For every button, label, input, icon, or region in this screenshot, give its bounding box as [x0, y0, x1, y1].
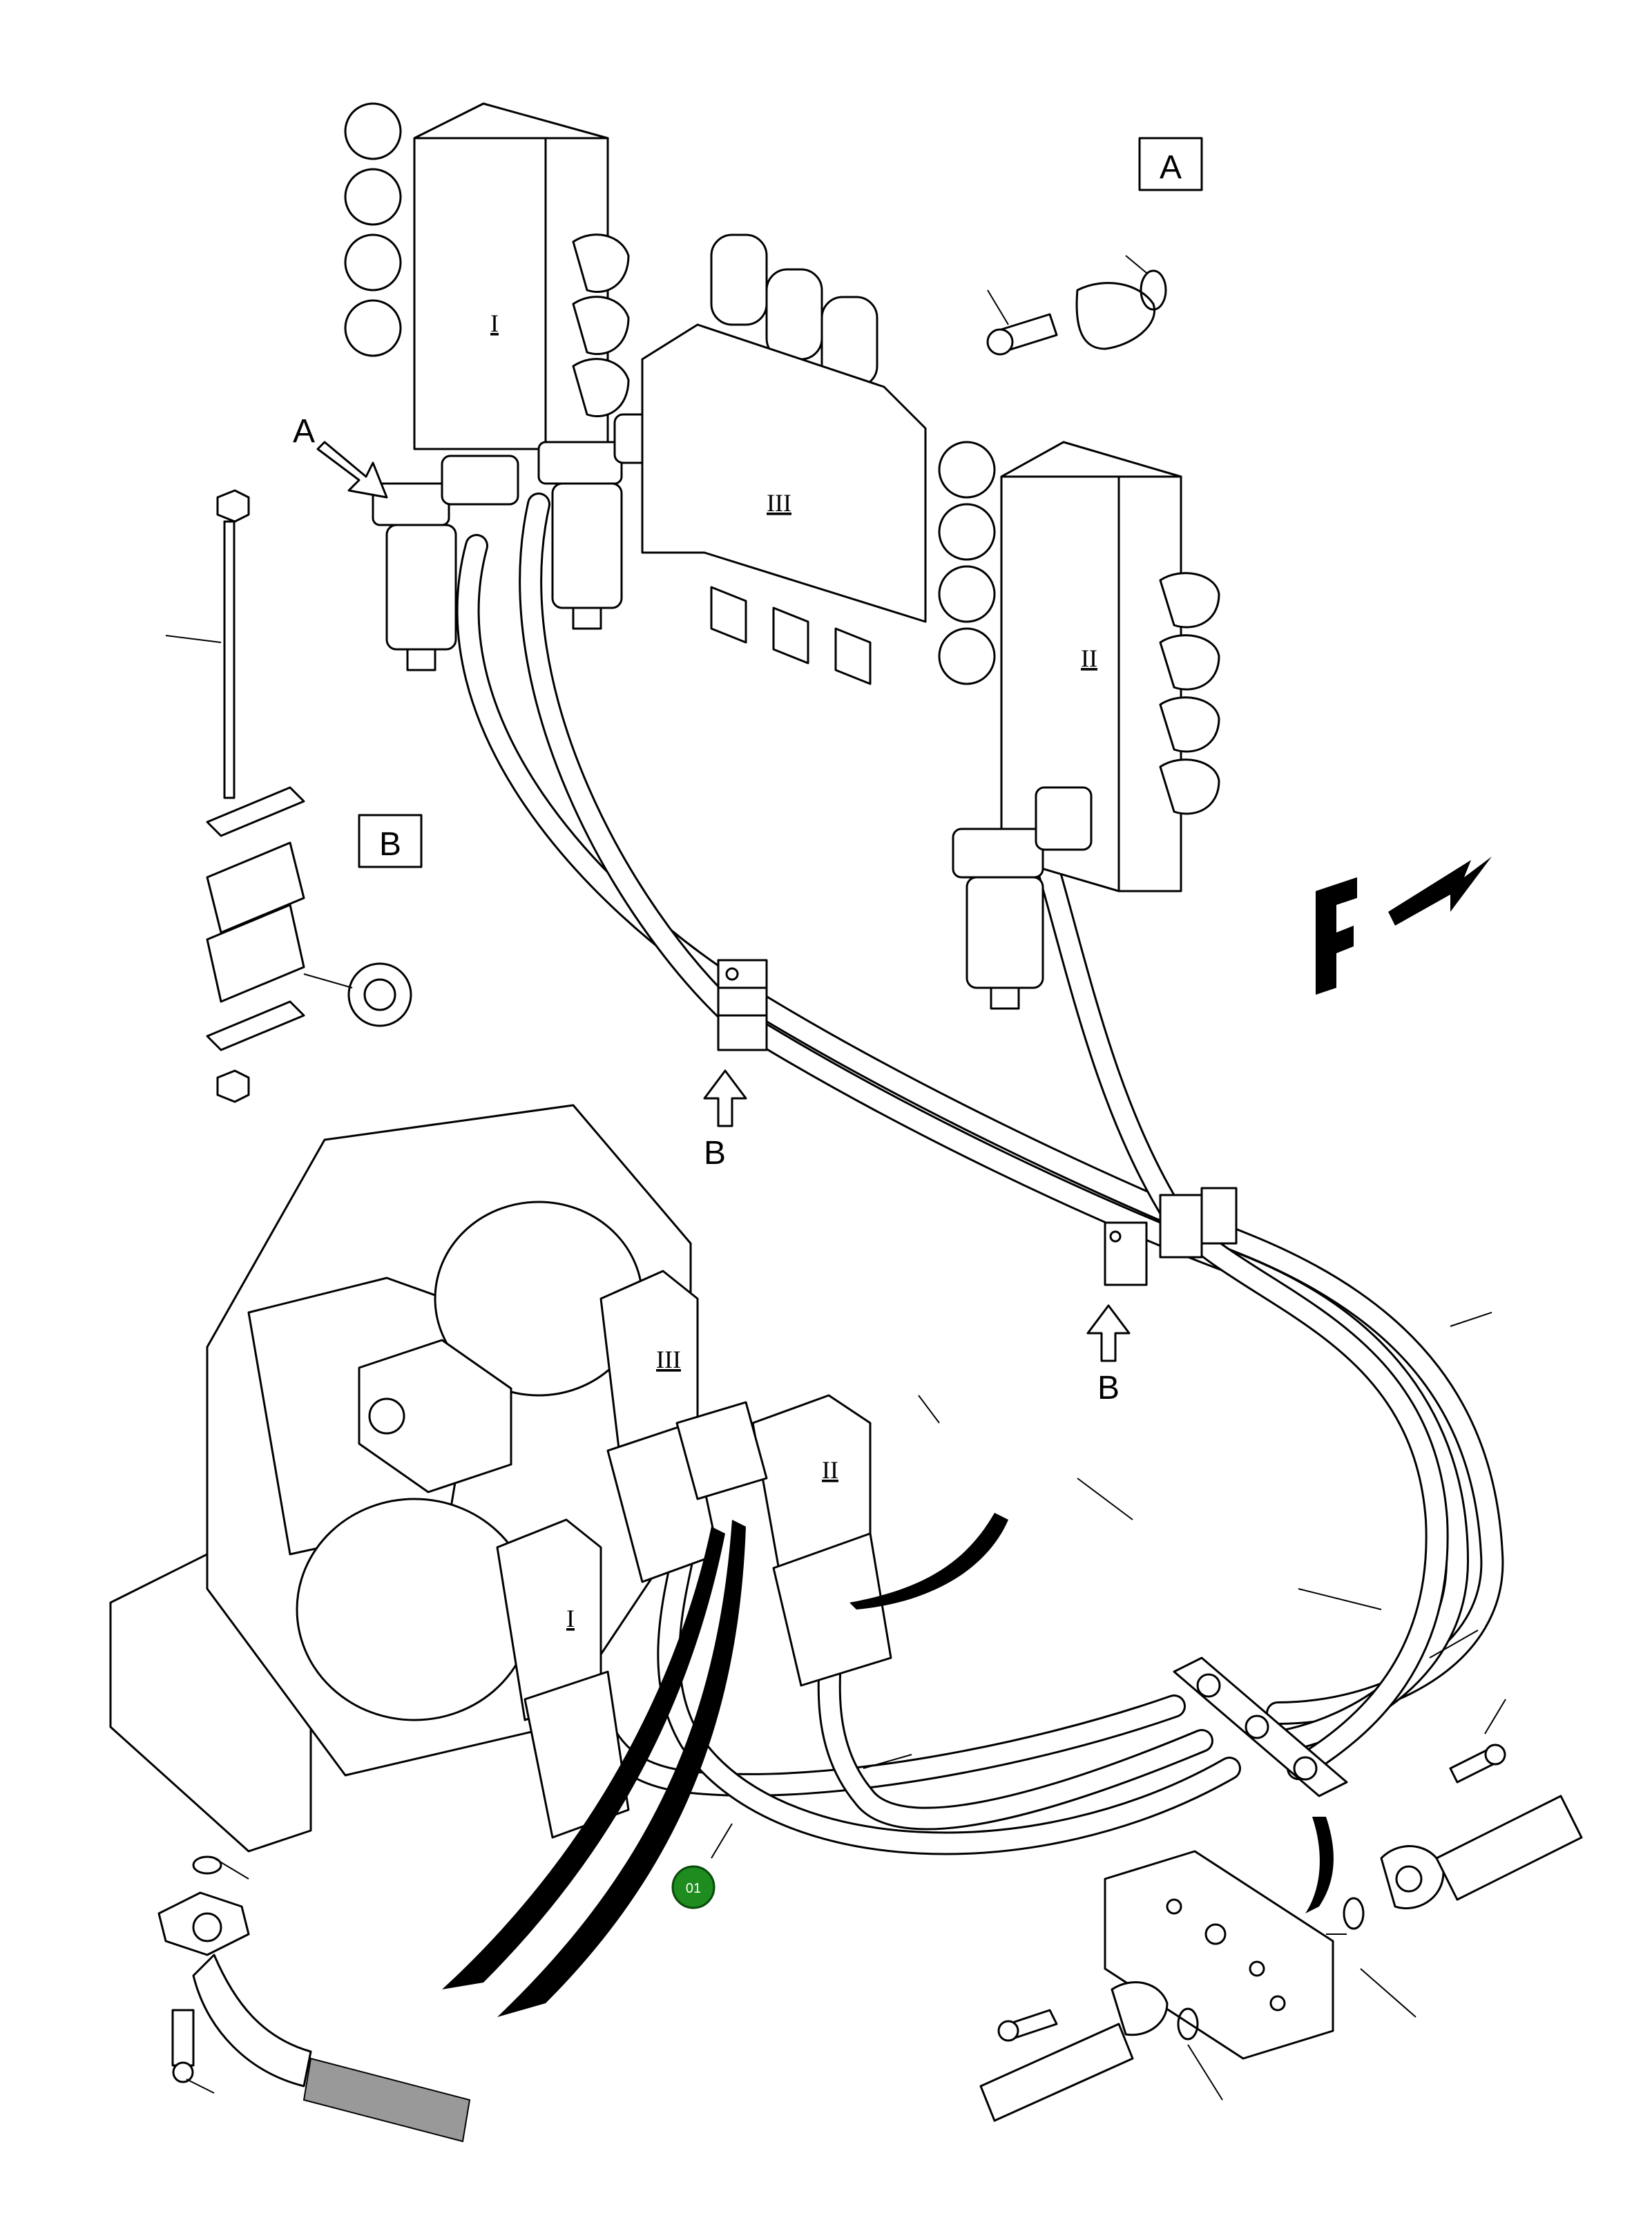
valve-block-ii-label: II	[1081, 644, 1097, 672]
motor-body-center	[358, 1339, 768, 1500]
hose-bundle	[456, 493, 1504, 1855]
filter-left	[372, 455, 519, 671]
filter-valve-ii	[952, 786, 1093, 1010]
motor-ii: II	[751, 1394, 892, 1687]
hose-clamp-upper	[717, 959, 768, 1051]
view-arrow-b-1: B	[703, 1069, 747, 1172]
hose-clamp-lower-left	[1104, 1221, 1148, 1286]
detail-a-label: A	[1160, 149, 1182, 186]
detail-a: A	[986, 137, 1203, 356]
hose-manifold-plate	[1173, 1656, 1348, 1797]
detail-b-box	[358, 814, 423, 868]
detail-b: B	[165, 489, 423, 1103]
callout-number[interactable]: 01	[686, 1881, 701, 1896]
motor-ii-label: II	[822, 1456, 838, 1484]
motor-i-label: I	[566, 1605, 575, 1632]
forward-direction-mark: F	[1316, 857, 1492, 995]
arrow-b-2-label: B	[1097, 1370, 1120, 1406]
callout-badge[interactable]	[671, 1865, 715, 1909]
motor-iii-label: III	[656, 1346, 681, 1373]
view-arrow-b-2: B	[1086, 1304, 1131, 1406]
valve-block-i: I	[344, 102, 630, 450]
view-arrow-a: A	[293, 413, 388, 499]
detail-a-box	[1138, 137, 1203, 191]
mounting-plate-detail	[979, 1744, 1583, 2122]
arrow-b-1-label: B	[704, 1135, 726, 1172]
hose-clamp-lower-right	[1159, 1187, 1238, 1259]
leader-lines	[186, 1312, 1506, 2101]
valve-block-iii: III	[641, 233, 927, 685]
valve-block-i-label: I	[490, 309, 499, 337]
hose-end-detail	[157, 1855, 471, 2143]
valve-block-iii-label: III	[767, 489, 791, 517]
pointer-arrows	[442, 1513, 1334, 2017]
detail-b-label: B	[379, 826, 401, 863]
valve-block-ii: II	[938, 441, 1220, 892]
callout-01[interactable]: 01	[671, 1865, 715, 1909]
arrow-a-label: A	[293, 413, 315, 450]
